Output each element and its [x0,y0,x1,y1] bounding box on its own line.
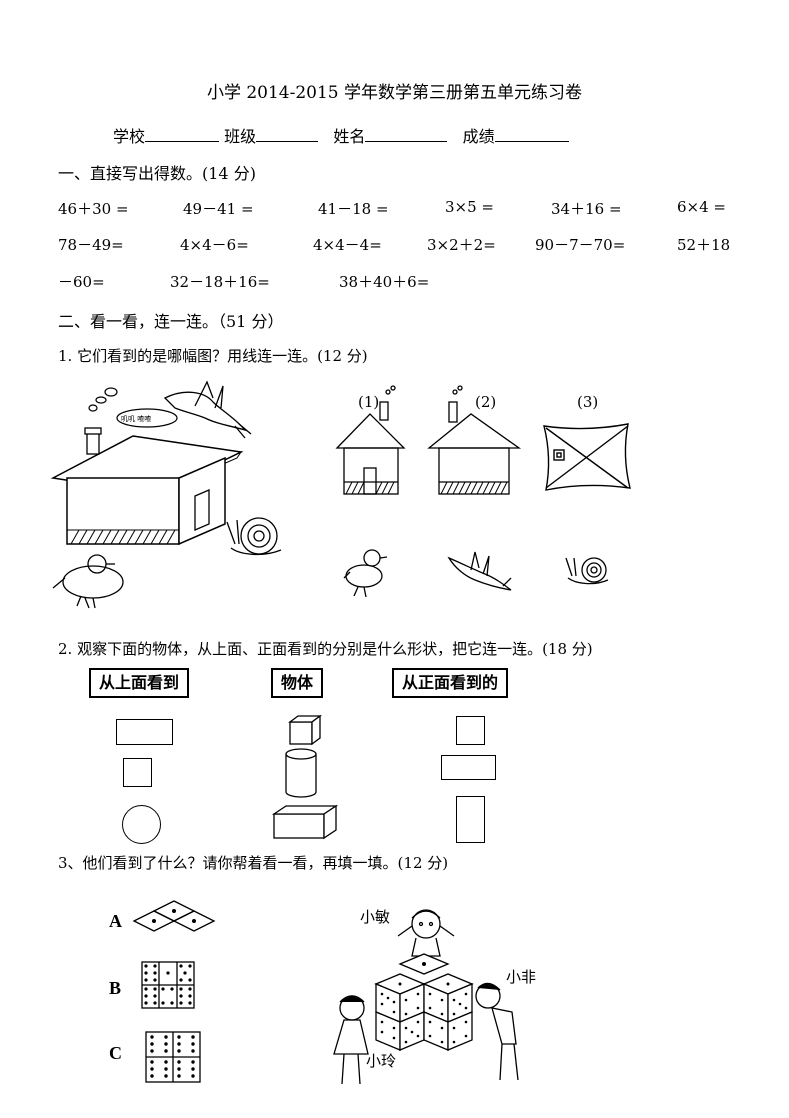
name-xiaoling: 小玲 [366,1052,397,1070]
equation: 46＋30 = [58,200,129,218]
view-2-house-front [427,385,522,495]
score-blank[interactable] [494,127,569,142]
chick-icon [343,549,388,598]
equation: 6×4 = [677,198,726,216]
shape-square [456,716,485,745]
option-b-dice-grid [141,961,195,1009]
cuboid-object [272,804,338,840]
question-3: 3、他们看到了什么？请你帮着看一看，再填一填。(12 分) [58,854,449,872]
name-xiaomin: 小敏 [360,908,391,926]
view-label-2: (2) [475,393,497,411]
score-label: 成绩 [462,127,495,146]
header-front-view: 从正面看到的 [392,668,509,698]
shape-tall-rectangle [456,796,485,843]
equation: 38＋40＋6= [339,273,430,291]
shape-rectangle [116,719,173,745]
equation: －60= [58,273,105,291]
info-line: 学校 班级 姓名 成绩 [113,123,569,147]
header-object: 物体 [271,668,324,698]
snail-icon [565,557,609,585]
children-dice-scene [333,909,519,1085]
option-b-label: B [109,978,122,998]
equation: 4×4－6= [180,236,249,254]
shape-rectangle [441,755,496,780]
view-label-1: (1) [358,393,380,411]
equation: 3×2＋2= [427,236,496,254]
svg-text:叽叽 喳喳: 叽叽 喳喳 [121,414,151,423]
equation: 52＋18 [677,236,731,254]
view-1-house-side [335,385,406,495]
equation: 34＋16 = [551,200,622,218]
class-blank[interactable] [256,127,319,142]
page-title: 小学 2014-2015 学年数学第三册第五单元练习卷 [206,83,583,103]
option-a-label: A [109,911,122,931]
school-blank[interactable] [145,127,220,142]
equation: 78－49= [58,236,124,254]
shape-square [123,758,152,787]
equation: 32－18＋16= [170,273,270,291]
header-top-view: 从上面看到 [89,668,190,698]
cylinder-object [285,748,317,798]
name-blank[interactable] [365,127,448,142]
bird-icon [447,551,512,591]
shape-circle [122,805,161,844]
school-label: 学校 [113,127,146,146]
house-scene-illustration: 叽叽 喳喳 [50,380,282,609]
option-a-diamond-view [132,900,216,932]
view-label-3: (3) [577,393,599,411]
section2-heading: 二、看一看，连一连。（51 分） [58,312,284,331]
equation: 49－41 = [183,200,254,218]
view-3-top-view [543,423,631,491]
option-c-label: C [109,1043,122,1063]
question-2: 2. 观察下面的物体，从上面、正面看到的分别是什么形状，把它连一连。(18 分) [58,640,593,658]
name-label: 姓名 [333,127,366,146]
equation: 3×5 = [445,198,494,216]
equation: 4×4－4= [313,236,382,254]
equation: 90－7－70= [535,236,626,254]
option-c-dice-grid [145,1031,201,1083]
section1-heading: 一、直接写出得数。(14 分) [58,164,256,183]
class-label: 班级 [224,127,257,146]
name-xiaofei: 小非 [506,968,537,986]
question-1: 1. 它们看到的是哪幅图？用线连一连。(12 分) [58,347,368,365]
cube-object [288,714,322,746]
equation: 41－18 = [318,200,389,218]
